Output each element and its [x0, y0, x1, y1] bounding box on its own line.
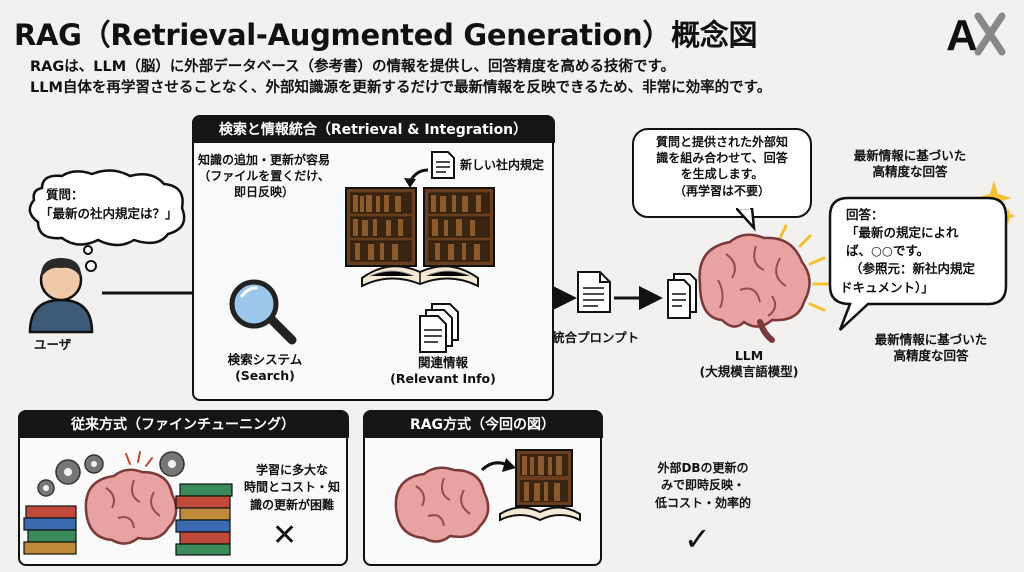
- ax-logo: A: [942, 6, 1012, 62]
- retrieval-note: 知識の追加・更新が容易 （ファイルを置くだけ、 即日反映）: [198, 152, 330, 201]
- llm-label-line-2: (大規模言語模型): [699, 364, 799, 380]
- llm-bubble-line-3: を生成します。: [680, 167, 764, 182]
- relevant-label-line-2: (Relevant Info): [390, 371, 496, 387]
- answer-line-4: （参照元：新社内規定: [850, 261, 976, 277]
- retrieval-panel-header: 検索と情報統合（Retrieval & Integration）: [191, 114, 555, 143]
- curved-arrow-icon: [402, 166, 432, 194]
- relevant-documents-icon: [418, 302, 466, 358]
- question-line-2: 「最新の社内規定は？」: [40, 205, 178, 221]
- integrated-prompt-icon: [576, 270, 612, 318]
- traditional-text-line-3: 識の更新が困難: [249, 497, 334, 512]
- integrated-prompt-label: 統合プロンプト: [552, 330, 640, 345]
- llm-bubble-line-1: 質問と提供された外部知: [655, 135, 788, 149]
- rag-text-line-2: みで即時反映・: [660, 478, 745, 493]
- search-label-line-2: (Search): [235, 368, 295, 384]
- subtitle-line-1: RAGは、LLM（脳）に外部データベース（参考書）の情報を提供し、回答精度を高め…: [30, 59, 676, 75]
- answer-caption-bottom: 最新情報に基づいた 高精度な回答: [866, 332, 996, 365]
- answer-line-5: ドキュメント）」: [840, 279, 934, 295]
- user-label: ユーザ: [34, 337, 72, 352]
- llm-label-line-1: LLM: [734, 348, 764, 363]
- check-mark-icon: ✓: [684, 520, 711, 558]
- traditional-text-line-2: 時間とコスト・知: [244, 480, 341, 495]
- rag-text-line-3: 低コスト・効率的: [654, 495, 751, 510]
- llm-bubble-line-4: （再学習は不要）: [673, 183, 770, 198]
- traditional-text: 学習に多大な 時間とコスト・知 識の更新が困難: [244, 462, 340, 514]
- answer-line-1: 回答：: [846, 207, 884, 222]
- answer-top-line-2: 高精度な回答: [872, 164, 948, 180]
- subtitle-line-2: LLM自体を再学習させることなく、外部知識源を更新するだけで最新情報を反映できる…: [30, 80, 772, 96]
- new-document-label: 新しい社内規定: [460, 158, 545, 172]
- traditional-panel-header: 従来方式（ファインチューニング）: [17, 409, 349, 438]
- answer-line-2: 「最新の規定によれ: [846, 225, 959, 241]
- new-document-icon: [430, 150, 456, 184]
- llm-bubble-line-2: 識を組み合わせて、回答: [656, 151, 788, 166]
- retrieval-note-line-1: 知識の追加・更新が容易: [198, 153, 331, 167]
- answer-caption-top: 最新情報に基づいた 高精度な回答: [845, 148, 975, 181]
- cross-mark-icon: ✕: [272, 518, 298, 553]
- answer-bottom-line-2: 高精度な回答: [893, 348, 969, 364]
- page-title: RAG（Retrieval-Augmented Generation）概念図: [14, 18, 758, 52]
- answer-line-3: ば、○○です。: [846, 243, 930, 259]
- llm-explanation-bubble: 質問と提供された外部知 識を組み合わせて、回答 を生成します。 （再学習は不要）: [632, 128, 812, 218]
- library-bookshelf-icon: [340, 182, 500, 294]
- retrieval-note-line-2: （ファイルを置くだけ、: [198, 169, 330, 184]
- thought-dot: [84, 258, 98, 277]
- retrieval-note-line-3: 即日反映）: [234, 185, 295, 200]
- rag-benefit-text: 外部DBの更新の みで即時反映・ 低コスト・効率的: [618, 460, 788, 512]
- finetuning-brain-icon: [22, 444, 242, 560]
- rag-text-line-1: 外部DBの更新の: [657, 461, 749, 475]
- user-icon: [16, 250, 106, 338]
- question-line-1: 質問：: [46, 187, 84, 202]
- traditional-text-line-1: 学習に多大な: [255, 463, 328, 477]
- rag-brain-book-icon: [384, 444, 584, 558]
- llm-label: LLM (大規模言語模型): [694, 348, 804, 381]
- search-label: 検索システム (Search): [219, 352, 311, 385]
- magnifier-icon: [226, 278, 300, 350]
- answer-bottom-line-1: 最新情報に基づいた: [874, 332, 988, 347]
- llm-brain-icon: [660, 224, 830, 348]
- answer-top-line-1: 最新情報に基づいた: [853, 148, 967, 163]
- relevant-label-line-1: 関連情報: [417, 355, 468, 370]
- search-label-line-1: 検索システム: [227, 352, 303, 367]
- relevant-info-label: 関連情報 (Relevant Info): [388, 355, 498, 388]
- rag-panel-header: RAG方式（今回の図）: [362, 409, 603, 438]
